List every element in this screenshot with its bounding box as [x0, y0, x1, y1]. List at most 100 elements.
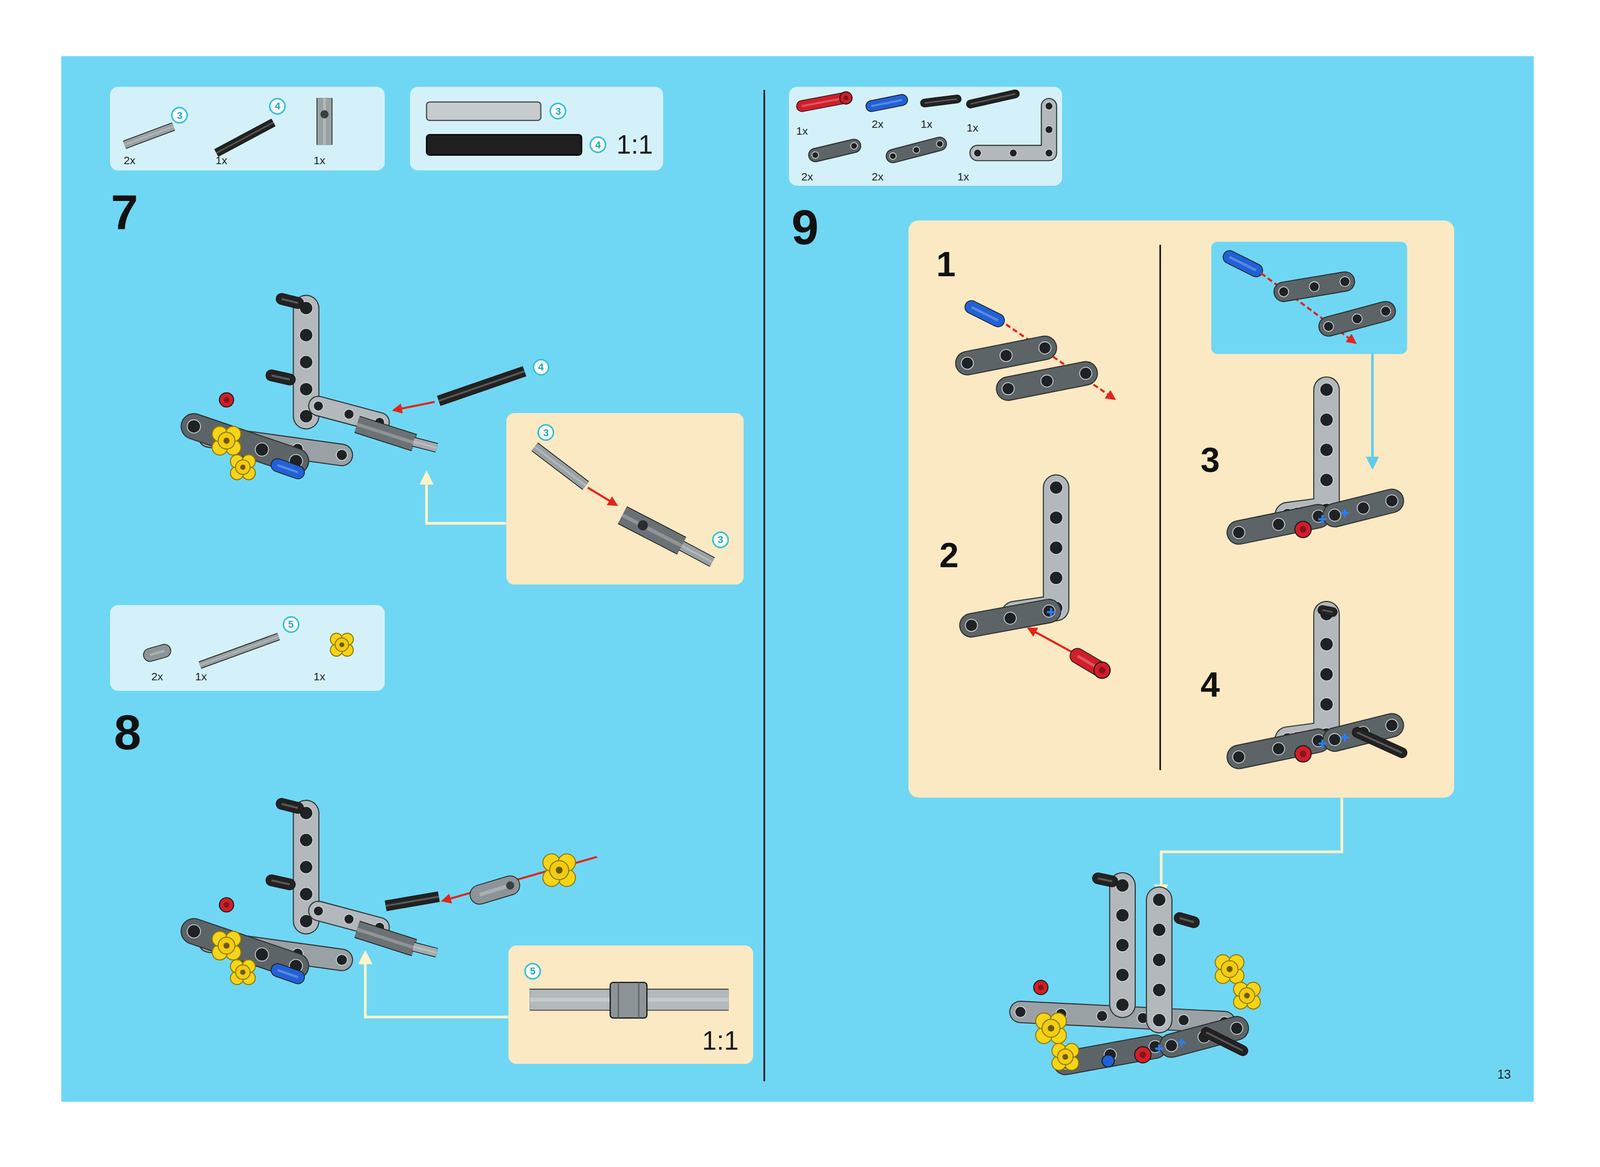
beam-hole	[1197, 1031, 1210, 1044]
beam-hole	[1038, 603, 1053, 617]
hub-hole	[240, 970, 246, 976]
rod-shine	[277, 970, 298, 978]
pin	[924, 98, 958, 104]
hub-lobe	[1228, 968, 1244, 984]
rod-shine	[971, 307, 998, 321]
pin	[271, 375, 290, 380]
rod-shine	[216, 122, 274, 154]
beam-body	[1287, 614, 1327, 740]
hub-lobe	[212, 944, 228, 960]
hub-lobe	[1035, 1027, 1053, 1044]
beam-edge	[977, 106, 1049, 154]
beam-hole	[187, 925, 201, 939]
beam-hole	[1380, 306, 1391, 317]
beam-hole	[1281, 508, 1295, 523]
technic-beam	[1059, 1041, 1162, 1070]
axle-4	[216, 122, 274, 154]
technic-beam	[1281, 607, 1334, 747]
beam-hole	[1096, 1011, 1108, 1023]
beam-hole	[1152, 893, 1166, 907]
beam-hole	[1115, 968, 1129, 982]
rod-shine	[281, 298, 298, 304]
rod-shine	[529, 997, 729, 1003]
beam-hole	[344, 409, 355, 420]
beam-body	[1146, 900, 1172, 1021]
callout-number: 4	[532, 358, 550, 376]
pin	[271, 880, 290, 885]
beam-hole	[1385, 494, 1398, 507]
step-divider	[763, 90, 766, 1082]
substep-panel: 1234	[908, 220, 1455, 798]
rod-body	[1229, 257, 1256, 271]
beam-hole	[1320, 667, 1334, 682]
rod-body	[924, 98, 958, 104]
hub-hole	[555, 866, 563, 874]
beam-hole	[1115, 998, 1129, 1012]
rod-body	[281, 298, 298, 304]
axle-connector	[357, 424, 415, 444]
pin-head	[840, 92, 853, 105]
technic-beam	[965, 605, 1055, 632]
step-number: 8	[113, 708, 142, 758]
technic-beam	[313, 906, 385, 933]
beam-hole	[1312, 510, 1325, 523]
beam-hole	[247, 942, 259, 954]
beam-body	[892, 143, 940, 156]
callout-number: 3	[549, 102, 567, 120]
beam-hole	[1312, 734, 1325, 747]
substep-number: 4	[1200, 667, 1220, 703]
beam-hole	[1002, 382, 1015, 395]
rod-shine	[271, 375, 290, 380]
hub-lobe	[1052, 1043, 1067, 1058]
rod-shine	[970, 93, 1016, 104]
beam-hole	[374, 417, 385, 428]
yellow-hub	[1233, 982, 1261, 1010]
bush	[610, 982, 647, 1019]
parts-list-box: 2x51x1x	[110, 605, 385, 692]
rod-edge	[802, 97, 845, 107]
technic-beam	[187, 925, 303, 974]
bush-rim	[617, 982, 619, 1019]
pin	[1322, 610, 1333, 613]
hub-core	[1042, 1019, 1060, 1038]
hub-core	[235, 460, 251, 475]
hub-lobe	[242, 971, 256, 985]
axle-5	[200, 636, 279, 666]
beam-hole	[1278, 286, 1289, 297]
pin-head	[1294, 521, 1312, 538]
hub-core	[235, 965, 251, 980]
hub-lobe	[225, 944, 242, 960]
callout-leader	[1161, 797, 1342, 896]
beam-hole	[344, 914, 355, 925]
rod-body	[357, 424, 415, 444]
part-count: 1x	[796, 125, 808, 137]
beam-hole	[1104, 1048, 1117, 1062]
beam-hole	[1148, 1041, 1162, 1054]
hub-core	[335, 638, 349, 653]
beam-hole	[292, 443, 304, 455]
beam-hole	[1152, 1013, 1166, 1027]
motion-arrow	[587, 487, 617, 506]
technic-beam	[1014, 1006, 1230, 1028]
pin-hole	[223, 397, 230, 404]
beam-edge	[318, 911, 380, 928]
pin-head	[219, 392, 234, 407]
axle	[413, 442, 437, 449]
connector-hole	[637, 520, 648, 531]
rod-body	[277, 465, 298, 473]
beam-body	[193, 426, 296, 462]
beam-body	[293, 813, 319, 922]
rod-body	[385, 896, 439, 906]
beam-edge	[1145, 900, 1173, 1021]
hub-lobe	[1233, 982, 1248, 997]
rod-shine	[1357, 732, 1403, 754]
beam-hole	[1357, 502, 1370, 515]
beam-hole	[1079, 367, 1092, 380]
beam-hole	[1323, 321, 1334, 332]
pin-hole	[1037, 984, 1044, 991]
rod-shine	[1179, 918, 1194, 923]
beam-hole	[1038, 342, 1052, 355]
beam-edge	[292, 308, 319, 417]
step-number: 9	[791, 203, 819, 253]
